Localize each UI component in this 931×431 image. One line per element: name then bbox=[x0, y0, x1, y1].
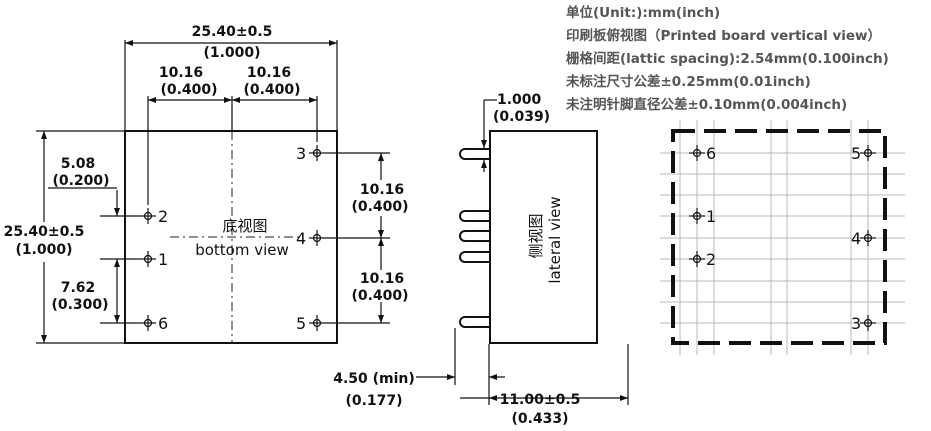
bottom-view-label-en: bottom view bbox=[195, 241, 289, 259]
dim-left-spacing-mm: 10.16 bbox=[159, 65, 203, 81]
pin-label: 1 bbox=[706, 207, 716, 226]
dim-top-offset-in: (0.200) bbox=[52, 173, 109, 189]
pin-label: 4 bbox=[851, 229, 861, 248]
dim-right-lower-in: (0.400) bbox=[351, 288, 408, 304]
lateral-pin bbox=[459, 230, 489, 242]
note-pin-tolerance: 未注明针脚直径公差±0.10mm(0.004inch) bbox=[566, 96, 847, 113]
bottom-view-label-cn: 底视图 bbox=[222, 217, 267, 235]
pcb-outline bbox=[671, 129, 887, 345]
dim-right-spacing-mm: 10.16 bbox=[247, 65, 291, 81]
pcb-pin-4: 4 bbox=[851, 229, 876, 248]
pin-6: 6 bbox=[140, 314, 168, 333]
dim-pin-diameter-mm: 1.000 bbox=[497, 92, 542, 108]
lateral-pin bbox=[459, 316, 489, 328]
note-unit: 单位(Unit:):mm(inch) bbox=[566, 4, 720, 21]
lateral-view-label-en: lateral view bbox=[546, 196, 564, 283]
dim-width-in: (1.000) bbox=[203, 45, 260, 61]
dim-height-mm: 25.40±0.5 bbox=[4, 224, 85, 240]
pin-2: 2 bbox=[140, 207, 168, 226]
dim-depth: 11.00±0.5 (0.433) bbox=[460, 344, 629, 427]
pcb-pin-3: 3 bbox=[851, 314, 876, 333]
lateral-view-label-cn: 侧视图 bbox=[527, 213, 545, 258]
pin-label: 1 bbox=[158, 250, 168, 269]
dim-pin-length-in: (0.177) bbox=[345, 393, 402, 409]
dim-height: 25.40±0.5 (1.000) bbox=[4, 130, 124, 344]
dim-pin-diameter: 1.000 (0.039) bbox=[481, 92, 550, 172]
dim-pin-length: 4.50 (min) (0.177) bbox=[333, 328, 505, 409]
dim-top-offset-mm: 5.08 bbox=[61, 156, 96, 172]
pin-label: 5 bbox=[296, 314, 306, 333]
lateral-pin bbox=[459, 148, 489, 160]
note-tolerance: 未标注尺寸公差±0.25mm(0.01inch) bbox=[566, 73, 811, 90]
pcb-view: 6 5 1 4 2 3 bbox=[660, 120, 905, 355]
pin-label: 3 bbox=[296, 144, 306, 163]
note-view: 印刷板俯视图（Printed board vertical view） bbox=[566, 27, 881, 44]
pin-5: 5 bbox=[296, 314, 325, 333]
dim-depth-mm: 11.00±0.5 bbox=[500, 392, 581, 408]
dim-pin-diameter-in: (0.039) bbox=[493, 109, 550, 125]
pcb-pin-1: 1 bbox=[689, 207, 716, 226]
pcb-pin-5: 5 bbox=[851, 144, 876, 163]
pin-label: 3 bbox=[851, 314, 861, 333]
dim-right-upper-in: (0.400) bbox=[351, 199, 408, 215]
pin-1: 1 bbox=[140, 250, 168, 269]
dim-pin-gap-mm: 7.62 bbox=[61, 280, 96, 296]
dim-width: 25.40±0.5 (1.000) bbox=[124, 24, 338, 130]
pin-label: 5 bbox=[851, 144, 861, 163]
lateral-pin bbox=[459, 210, 489, 222]
lateral-pin bbox=[459, 251, 489, 263]
dim-pin-length-mm: 4.50 (min) bbox=[333, 371, 415, 387]
pin-3: 3 bbox=[296, 144, 325, 163]
dim-right-lower-mm: 10.16 bbox=[360, 271, 404, 287]
bottom-view-outline bbox=[124, 130, 338, 344]
pin-label: 2 bbox=[158, 207, 168, 226]
dim-pin-gap-in: (0.300) bbox=[51, 297, 108, 313]
dim-right-upper-mm: 10.16 bbox=[360, 182, 404, 198]
bottom-view: 底视图 bottom view 2 1 6 3 4 bbox=[4, 24, 409, 344]
dim-depth-in: (0.433) bbox=[511, 411, 568, 427]
notes: 单位(Unit:):mm(inch) 印刷板俯视图（Printed board … bbox=[566, 4, 889, 113]
dim-right-spacing-in: (0.400) bbox=[243, 82, 300, 98]
dim-height-in: (1.000) bbox=[15, 242, 72, 258]
pin-4: 4 bbox=[296, 229, 325, 248]
pin-label: 2 bbox=[706, 250, 716, 269]
lateral-view-outline bbox=[489, 130, 598, 344]
dim-width-mm: 25.40±0.5 bbox=[192, 24, 273, 40]
lateral-view: 侧视图 lateral view 1.000 (0.039) 4.50 (min… bbox=[333, 92, 629, 427]
dim-pin-spacing: 10.16 (0.400) 10.16 (0.400) bbox=[147, 65, 318, 205]
dim-top-offset: 5.08 (0.200) bbox=[48, 156, 140, 217]
pin-label: 6 bbox=[158, 314, 168, 333]
dim-pin-gap: 7.62 (0.300) bbox=[51, 258, 140, 324]
pin-label: 6 bbox=[706, 144, 716, 163]
pin-label: 4 bbox=[296, 229, 306, 248]
dim-right-side: 10.16 (0.400) 10.16 (0.400) bbox=[325, 152, 409, 324]
pcb-pin-2: 2 bbox=[689, 250, 716, 269]
pcb-pin-6: 6 bbox=[689, 144, 716, 163]
dim-left-spacing-in: (0.400) bbox=[160, 82, 217, 98]
note-lattice: 栅格间距(lattic spacing):2.54mm(0.100inch) bbox=[566, 50, 889, 67]
